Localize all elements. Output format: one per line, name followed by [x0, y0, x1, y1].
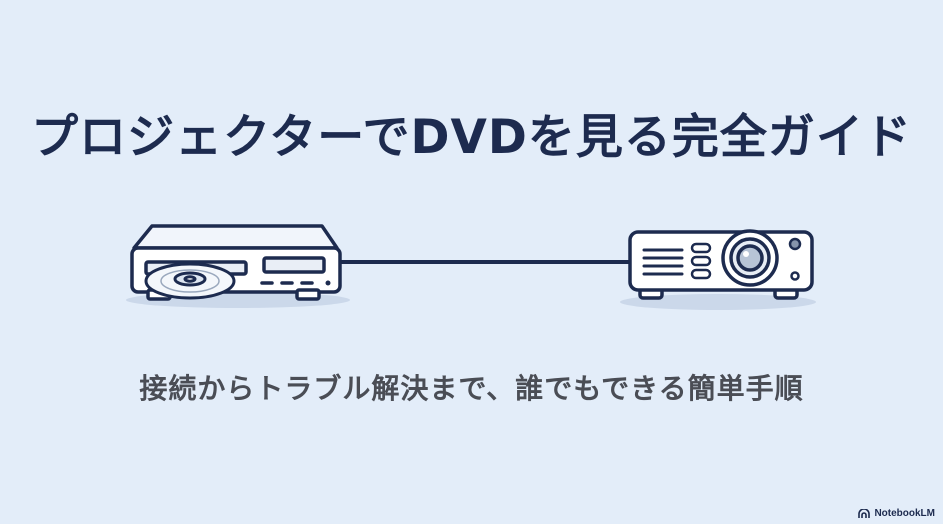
page-subtitle: 接続からトラブル解決まで、誰でもできる簡単手順 [139, 372, 804, 405]
projector-icon [628, 229, 814, 300]
disc-icon [144, 262, 236, 300]
projector-shadow [620, 294, 816, 310]
watermark: NotebookLM [858, 508, 935, 519]
connection-illustration [126, 224, 816, 310]
page-title: プロジェクターでDVDを見る完全ガイド [31, 110, 912, 165]
notebooklm-logo-icon [858, 508, 871, 518]
watermark-label: NotebookLM [874, 508, 935, 519]
